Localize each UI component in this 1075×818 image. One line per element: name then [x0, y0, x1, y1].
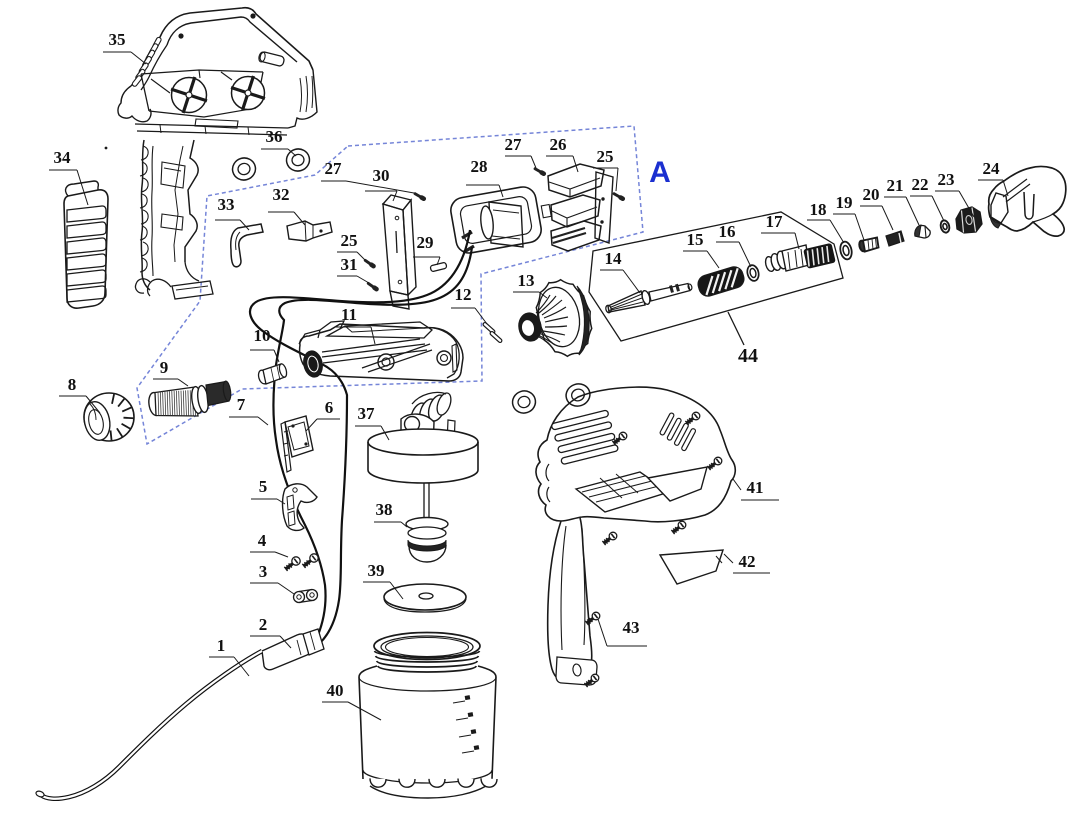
svg-text:26: 26	[550, 135, 567, 154]
svg-text:11: 11	[341, 305, 357, 324]
svg-text:7: 7	[237, 395, 246, 414]
svg-text:37: 37	[358, 404, 376, 423]
svg-text:40: 40	[327, 681, 344, 700]
svg-text:13: 13	[518, 271, 535, 290]
svg-text:38: 38	[376, 500, 393, 519]
svg-text:43: 43	[623, 618, 640, 637]
svg-text:32: 32	[273, 185, 290, 204]
svg-text:28: 28	[471, 157, 488, 176]
svg-text:23: 23	[938, 170, 955, 189]
svg-text:6: 6	[325, 398, 334, 417]
svg-text:35: 35	[109, 30, 126, 49]
svg-text:33: 33	[218, 195, 235, 214]
svg-text:16: 16	[719, 222, 736, 241]
svg-text:42: 42	[739, 552, 756, 571]
svg-text:15: 15	[687, 230, 704, 249]
svg-text:25: 25	[341, 231, 358, 250]
svg-text:21: 21	[887, 176, 904, 195]
svg-text:14: 14	[605, 249, 623, 268]
svg-text:24: 24	[983, 159, 1001, 178]
svg-text:22: 22	[912, 175, 929, 194]
svg-text:4: 4	[258, 531, 267, 550]
svg-text:25: 25	[597, 147, 614, 166]
svg-text:1: 1	[217, 636, 226, 655]
svg-text:9: 9	[160, 358, 169, 377]
svg-text:31: 31	[341, 255, 358, 274]
svg-text:12: 12	[455, 285, 472, 304]
svg-text:8: 8	[68, 375, 77, 394]
svg-text:10: 10	[254, 326, 271, 345]
svg-text:29: 29	[417, 233, 434, 252]
svg-text:5: 5	[259, 477, 268, 496]
svg-text:39: 39	[368, 561, 385, 580]
svg-text:36: 36	[266, 127, 283, 146]
svg-text:27: 27	[325, 159, 343, 178]
svg-text:18: 18	[810, 200, 827, 219]
svg-text:41: 41	[747, 478, 764, 497]
svg-text:20: 20	[863, 185, 880, 204]
svg-text:30: 30	[373, 166, 390, 185]
svg-text:34: 34	[54, 148, 72, 167]
svg-text:2: 2	[259, 615, 268, 634]
svg-text:44: 44	[738, 345, 758, 367]
svg-text:19: 19	[836, 193, 853, 212]
svg-text:A: A	[649, 156, 671, 189]
svg-text:3: 3	[259, 562, 268, 581]
svg-text:27: 27	[505, 135, 523, 154]
svg-text:17: 17	[766, 212, 784, 231]
